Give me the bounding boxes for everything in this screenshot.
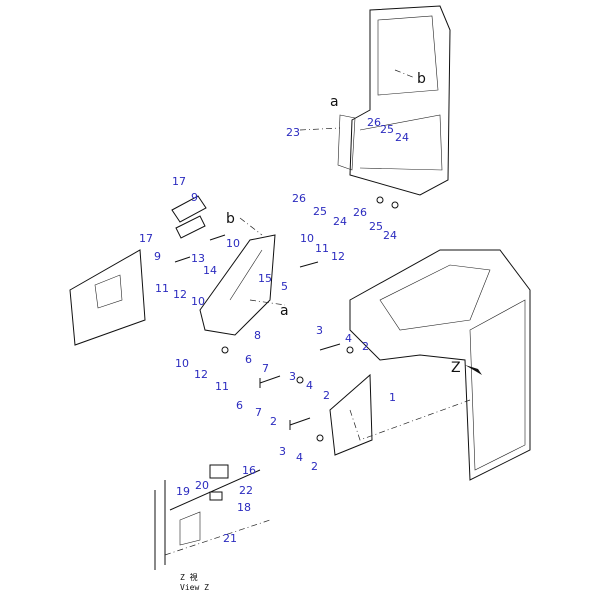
callout: 26 [353,206,367,219]
reference-letter: b [226,211,235,227]
callout: 12 [194,368,208,381]
callout: 11 [155,282,169,295]
callout: 3 [289,370,296,383]
callout: 8 [254,329,261,342]
callout: 1 [389,391,396,404]
bracket-1 [329,373,471,456]
callout: 17 [172,175,186,188]
callout: 5 [281,280,288,293]
callout: 4 [306,379,313,392]
callout: 22 [239,484,253,497]
callout: 11 [315,242,329,255]
callout: 24 [395,131,409,144]
callout: 15 [258,272,272,285]
callout: 14 [203,264,217,277]
callout: 16 [242,464,256,477]
callout: 2 [323,389,330,402]
callout: 20 [195,479,209,492]
callout: 23 [286,126,300,139]
operator-cab [349,249,531,481]
callout: 24 [333,215,347,228]
callout: 4 [296,451,303,464]
callout: 25 [369,220,383,233]
callout: 11 [215,380,229,393]
bolts [174,196,399,442]
callout: 12 [173,288,187,301]
callout: 26 [292,192,306,205]
reference-letter: a [330,94,339,110]
callout: 9 [154,250,161,263]
callout: 13 [191,252,205,265]
callout-labels: 17 9 17 9 10 13 14 11 12 10 15 5 10 11 1… [139,71,461,545]
callout: 24 [383,229,397,242]
view-z-arrow-icon [465,365,482,375]
callout: 21 [223,532,237,545]
reference-letter: b [417,71,426,87]
callout: 10 [191,295,205,308]
callout: 25 [380,123,394,136]
callout: 12 [331,250,345,263]
callout: 2 [311,460,318,473]
callout: 3 [279,445,286,458]
rear-cab-frame [299,5,451,196]
view-z-detail [154,464,271,570]
callout: 18 [237,501,251,514]
view-caption-jp: Z 視 [180,573,198,582]
callout: 10 [300,232,314,245]
callout: 19 [176,485,190,498]
callout: 7 [262,362,269,375]
callout: 2 [270,415,277,428]
callout: 10 [175,357,189,370]
callout: 26 [367,116,381,129]
callout: 7 [255,406,262,419]
view-marker: Z [451,360,461,376]
callout: 9 [191,191,198,204]
callout: 10 [226,237,240,250]
callout: 6 [236,399,243,412]
view-caption: View Z [180,583,209,592]
callout: 25 [313,205,327,218]
callout: 2 [362,340,369,353]
callout: 17 [139,232,153,245]
cover-8 [199,217,286,336]
side-panel [69,249,146,346]
reference-letter: a [280,303,289,319]
pads [171,195,207,239]
callout: 4 [345,332,352,345]
callout: 3 [316,324,323,337]
callout: 6 [245,353,252,366]
